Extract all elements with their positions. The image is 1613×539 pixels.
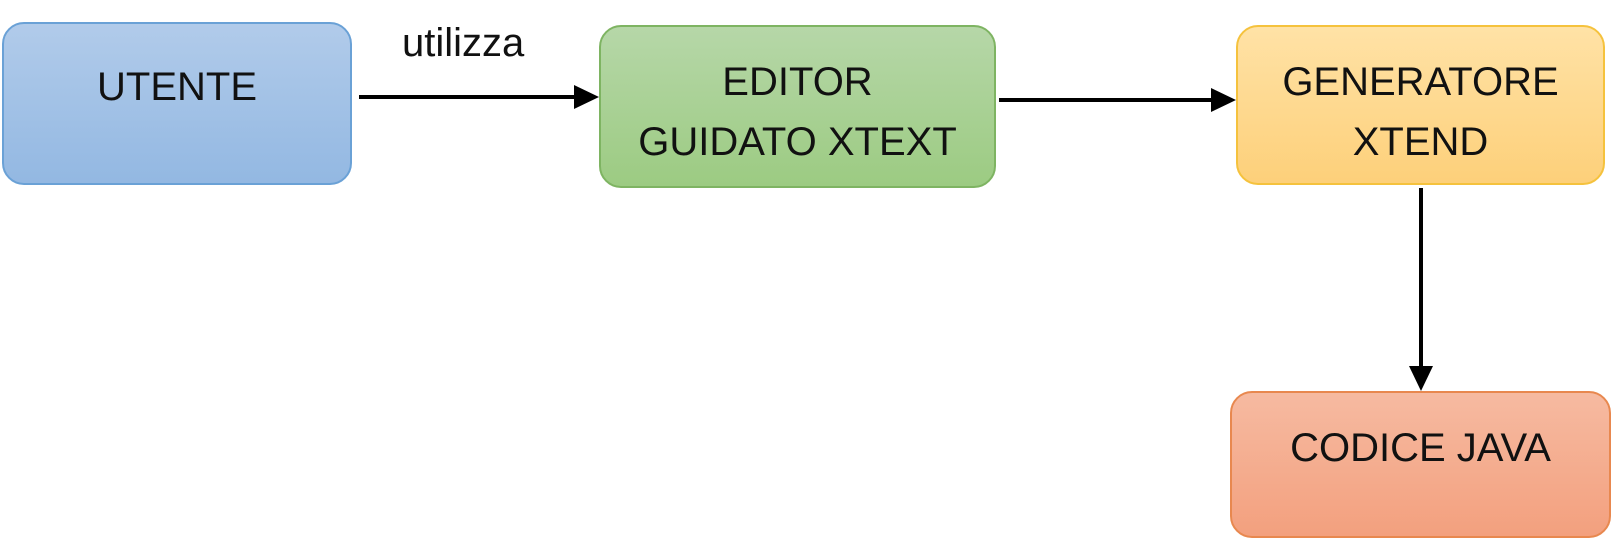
- node-editor-line2: GUIDATO XTEXT: [638, 120, 957, 164]
- node-utente[interactable]: UTENTE: [2, 22, 352, 185]
- node-generator-line2: XTEND: [1352, 120, 1489, 164]
- arrow-editor-to-generator-head: [1211, 88, 1236, 112]
- edge-label-utilizza: utilizza: [402, 21, 525, 65]
- node-generatore-xtend[interactable]: GENERATORE XTEND: [1236, 25, 1605, 185]
- node-utente-label: UTENTE: [97, 65, 257, 109]
- arrow-editor-to-generator: [999, 88, 1236, 112]
- arrow-generator-to-java-head: [1409, 366, 1433, 391]
- arrow-user-to-editor: [359, 85, 599, 109]
- node-editor-xtext[interactable]: EDITOR GUIDATO XTEXT: [599, 25, 996, 188]
- arrow-generator-to-java: [1409, 188, 1433, 391]
- node-java-label: CODICE JAVA: [1290, 426, 1551, 470]
- node-generator-line1: GENERATORE: [1282, 60, 1559, 104]
- arrow-user-to-editor-head: [574, 85, 599, 109]
- node-editor-line1: EDITOR: [722, 60, 873, 104]
- node-codice-java[interactable]: CODICE JAVA: [1230, 391, 1611, 538]
